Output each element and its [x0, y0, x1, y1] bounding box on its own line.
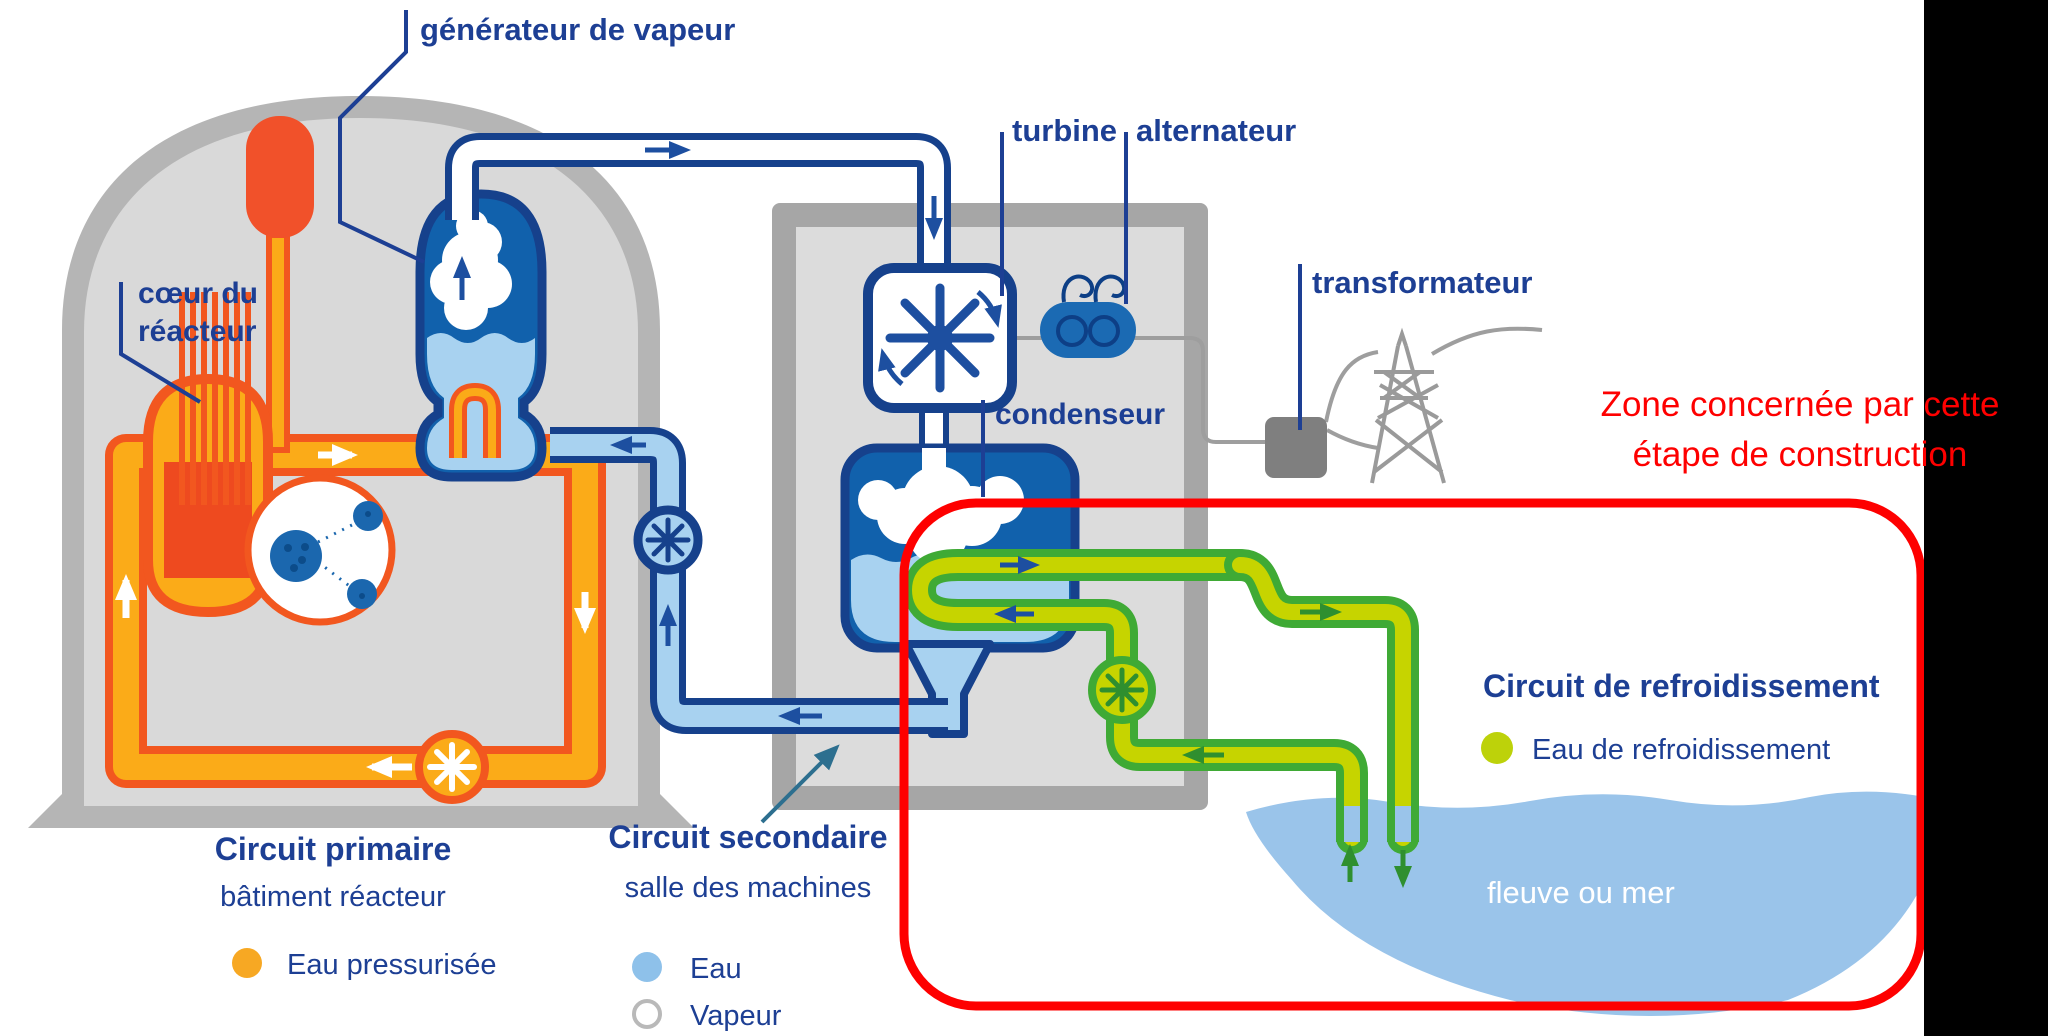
cooling-pump-icon	[1088, 656, 1156, 724]
condenser-label: condenseur	[995, 398, 1165, 431]
pressurizer	[246, 116, 314, 453]
transformer-box	[1265, 417, 1327, 478]
fission-inset-icon	[244, 474, 396, 626]
red-annotation-line1: Zone concernée par cette	[1601, 385, 2000, 424]
power-wire	[952, 326, 1543, 450]
red-zone-outline	[899, 498, 1926, 1011]
core-leader	[119, 282, 202, 404]
black-band	[1924, 0, 2048, 1036]
red-annotation-line2: étape de construction	[1633, 435, 1968, 474]
legend-cooling: Circuit de refroidissement Eau de refroi…	[1481, 668, 1880, 766]
pylon-icon	[1370, 327, 1446, 484]
feedwater-pump-icon	[633, 505, 703, 575]
legend-primary-title: Circuit primaire	[215, 831, 452, 867]
legend-primary-item1: Eau pressurisée	[287, 949, 497, 981]
water-body-label: fleuve ou mer	[1487, 875, 1675, 910]
leader-lines	[119, 10, 1302, 497]
cooling-water-dot-icon	[1481, 732, 1513, 764]
core-label-line1: cœur du	[138, 277, 258, 310]
water-body	[1246, 791, 1940, 1016]
legend-cooling-title: Circuit de refroidissement	[1483, 668, 1880, 704]
steam-generator	[415, 189, 547, 482]
vapor-ring-icon	[632, 999, 662, 1029]
legend-primary-subtitle: bâtiment réacteur	[220, 881, 446, 913]
alternator-label: alternateur	[1136, 113, 1296, 148]
steam-generator-leader	[338, 10, 425, 264]
legend-secondary-subtitle: salle des machines	[625, 872, 872, 904]
feedwater-pipe	[550, 427, 948, 734]
turbine-box	[863, 263, 1017, 413]
cooling-pipe	[904, 549, 1419, 888]
secondary-pointer-arrow	[760, 744, 840, 824]
legend-secondary-title: Circuit secondaire	[608, 819, 887, 855]
reactor-vessel	[143, 292, 273, 618]
pressurized-water-dot-icon	[232, 948, 262, 978]
alternator-shape	[1040, 274, 1136, 358]
legend-secondary-item2: Vapeur	[690, 1000, 782, 1032]
steam-generator-label: générateur de vapeur	[420, 12, 735, 47]
turbine-label: turbine	[1012, 113, 1117, 148]
primary-flow-arrows	[115, 444, 596, 778]
primary-pump-icon	[415, 730, 489, 804]
water-dot-icon	[632, 952, 662, 982]
core-label-line2: réacteur	[138, 315, 257, 348]
legend-secondary-item1: Eau	[690, 953, 742, 985]
legend-primary: Circuit primaire bâtiment réacteur Eau p…	[215, 831, 497, 981]
legend-secondary: Circuit secondaire salle des machines Ea…	[608, 819, 887, 1032]
legend-cooling-item1: Eau de refroidissement	[1532, 734, 1830, 766]
transformer-label: transformateur	[1312, 265, 1533, 300]
